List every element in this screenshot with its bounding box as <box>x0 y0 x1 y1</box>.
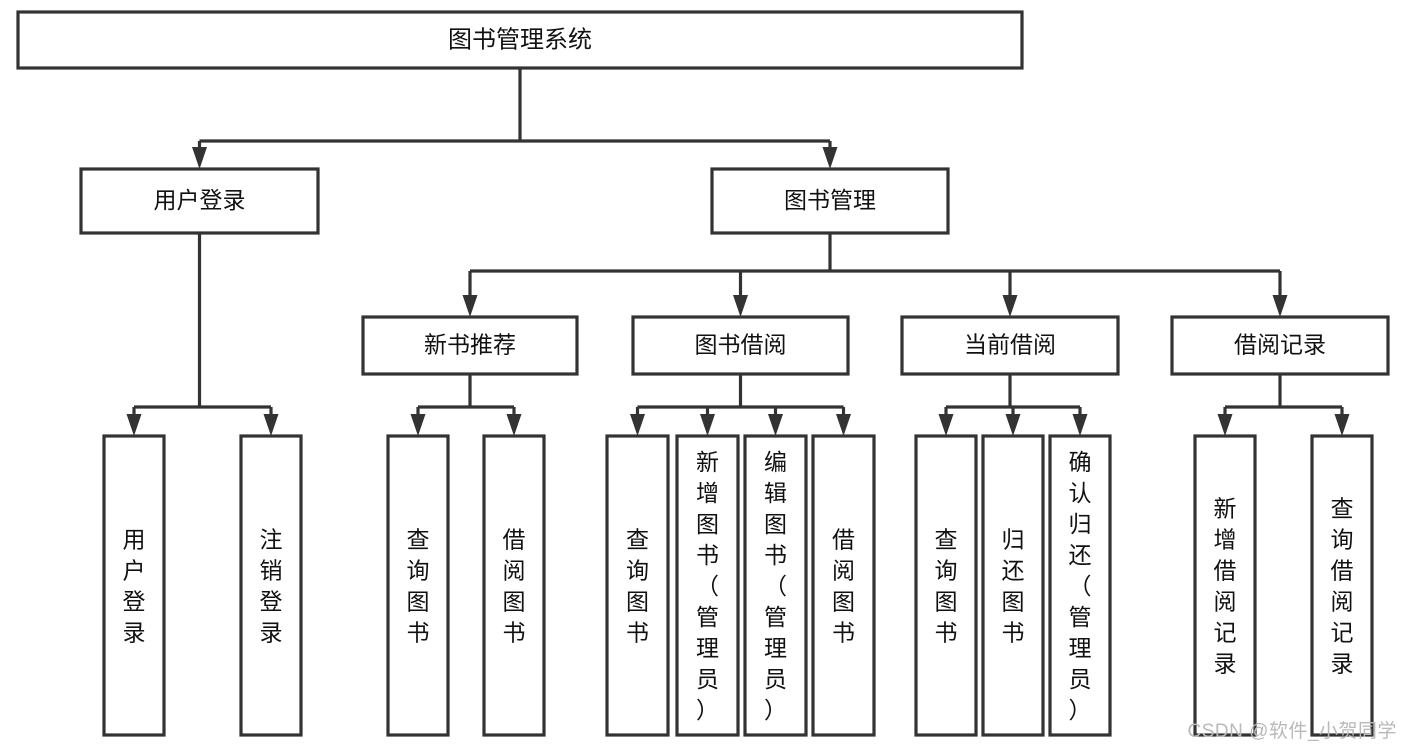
node-leaf-query-record[interactable]: 查询借阅记录 <box>1310 434 1374 737</box>
arrow-head-icon <box>1272 295 1288 317</box>
node-label: 编辑图书（管理员） <box>764 449 787 723</box>
arrow-head-icon <box>263 414 279 436</box>
node-current-borrow[interactable]: 当前借阅 <box>900 315 1120 376</box>
arrow-head-icon <box>506 414 522 436</box>
arrow-head-icon <box>1005 414 1021 436</box>
arrow-head-icon <box>192 147 207 169</box>
node-leaf-return-book[interactable]: 归还图书 <box>981 434 1045 737</box>
watermark-text: CSDN @软件_小贺同学 <box>1187 721 1397 742</box>
node-box[interactable] <box>710 167 950 235</box>
node-leaf-query-book-1[interactable]: 查询图书 <box>386 434 450 737</box>
arrow-head-icon <box>410 414 426 436</box>
node-label: 图书管理 <box>784 187 876 213</box>
node-label: 查询图书 <box>626 527 649 646</box>
node-label: 注销登录 <box>260 527 283 646</box>
node-borrow-record[interactable]: 借阅记录 <box>1170 315 1390 376</box>
edge-group-user-login <box>126 233 279 436</box>
node-label: 新增图书（管理员） <box>696 449 719 723</box>
node-box[interactable] <box>605 434 670 737</box>
node-new-book-rec[interactable]: 新书推荐 <box>361 315 579 376</box>
node-label: 确认归还（管理员） <box>1069 449 1092 723</box>
node-box[interactable] <box>900 315 1120 376</box>
node-label: 图书借阅 <box>695 332 787 358</box>
arrow-head-icon <box>768 414 783 436</box>
node-label: 新增借阅记录 <box>1214 496 1237 677</box>
node-box[interactable] <box>1170 315 1390 376</box>
node-book-borrow[interactable]: 图书借阅 <box>631 315 850 376</box>
node-leaf-confirm-return[interactable]: 确认归还（管理员） <box>1048 434 1112 737</box>
node-box[interactable] <box>482 434 546 737</box>
node-box[interactable] <box>811 434 876 737</box>
edge-group-current-borrow <box>938 374 1088 436</box>
node-leaf-query-book-2[interactable]: 查询图书 <box>605 434 670 737</box>
node-box[interactable] <box>386 434 450 737</box>
node-leaf-query-book-3[interactable]: 查询图书 <box>914 434 978 737</box>
node-label: 用户登录 <box>123 527 146 646</box>
node-label: 用户登录 <box>154 187 246 213</box>
node-box[interactable] <box>79 167 320 235</box>
node-leaf-borrow-book-2[interactable]: 借阅图书 <box>811 434 876 737</box>
node-leaf-add-record[interactable]: 新增借阅记录 <box>1193 434 1257 737</box>
arrow-head-icon <box>1217 414 1233 436</box>
node-label: 当前借阅 <box>964 332 1056 358</box>
node-leaf-edit-book[interactable]: 编辑图书（管理员） <box>743 434 808 737</box>
edge-group-root <box>192 68 838 169</box>
edge-group-borrow-record <box>1217 374 1350 436</box>
arrow-head-icon <box>836 414 851 436</box>
node-root[interactable]: 图书管理系统 <box>16 10 1024 70</box>
node-box[interactable] <box>239 434 303 737</box>
edge-group-new-book-rec <box>410 374 522 436</box>
node-box[interactable] <box>1193 434 1257 737</box>
node-book-manage[interactable]: 图书管理 <box>710 167 950 235</box>
node-box[interactable] <box>675 434 740 737</box>
node-leaf-user-login[interactable]: 用户登录 <box>102 434 166 737</box>
node-box[interactable] <box>1048 434 1112 737</box>
node-label: 图书管理系统 <box>448 26 592 53</box>
node-label: 查询图书 <box>407 527 430 646</box>
arrow-head-icon <box>1002 295 1018 317</box>
node-box[interactable] <box>981 434 1045 737</box>
node-box[interactable] <box>631 315 850 376</box>
edges-layer <box>126 68 1350 436</box>
node-leaf-borrow-book-1[interactable]: 借阅图书 <box>482 434 546 737</box>
node-label: 新书推荐 <box>424 332 516 358</box>
node-label: 归还图书 <box>1002 527 1025 646</box>
arrow-head-icon <box>1334 414 1350 436</box>
node-box[interactable] <box>743 434 808 737</box>
node-box[interactable] <box>1310 434 1374 737</box>
node-label: 借阅图书 <box>832 527 855 646</box>
edge-group-book-borrow <box>630 374 851 436</box>
arrow-head-icon <box>126 414 142 436</box>
arrow-head-icon <box>938 414 954 436</box>
node-box[interactable] <box>361 315 579 376</box>
node-label: 查询借阅记录 <box>1331 496 1354 677</box>
node-box[interactable] <box>914 434 978 737</box>
arrow-head-icon <box>1072 414 1088 436</box>
arrow-head-icon <box>462 295 478 317</box>
arrow-head-icon <box>822 147 838 169</box>
node-label: 借阅记录 <box>1234 332 1326 358</box>
node-label: 借阅图书 <box>503 527 526 646</box>
node-user-login[interactable]: 用户登录 <box>79 167 320 235</box>
node-leaf-logout[interactable]: 注销登录 <box>239 434 303 737</box>
node-box[interactable] <box>16 10 1024 70</box>
arrow-head-icon <box>733 295 748 317</box>
edge-group-book-manage <box>462 233 1288 317</box>
node-box[interactable] <box>102 434 166 737</box>
nodes-layer: 图书管理系统用户登录图书管理新书推荐图书借阅当前借阅借阅记录用户登录注销登录查询… <box>16 10 1390 737</box>
node-leaf-add-book[interactable]: 新增图书（管理员） <box>675 434 740 737</box>
arrow-head-icon <box>630 414 645 436</box>
node-label: 查询图书 <box>935 527 958 646</box>
arrow-head-icon <box>700 414 715 436</box>
